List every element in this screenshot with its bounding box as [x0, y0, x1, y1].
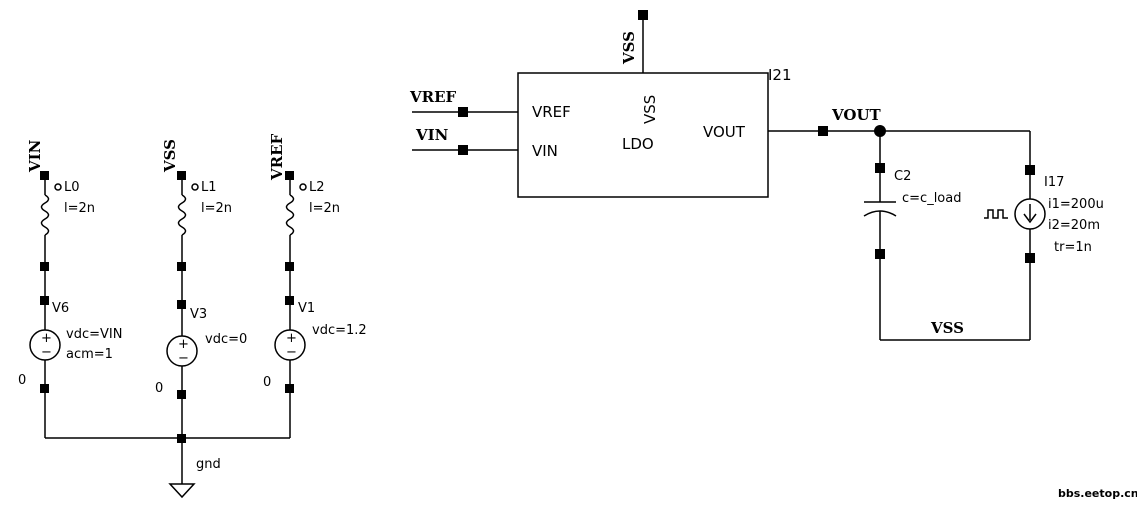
- source-node: 0: [18, 373, 26, 388]
- source-value2: acm=1: [66, 347, 113, 362]
- voltage-source-v1: + − V1 vdc=1.2 0: [263, 301, 367, 390]
- ldo-name: LDO: [622, 135, 654, 153]
- pin: [40, 171, 49, 180]
- source-name: V3: [190, 307, 207, 322]
- inductor-name: L2: [309, 180, 325, 195]
- svg-text:+: +: [178, 337, 189, 352]
- source-value: vdc=0: [205, 332, 247, 347]
- net-label-vref-in: VREF: [409, 88, 457, 106]
- net-label-vss: VSS: [161, 139, 179, 173]
- svg-text:−: −: [178, 351, 189, 366]
- svg-text:−: −: [41, 345, 52, 360]
- source-name: V1: [298, 301, 315, 316]
- ldo-pin-vin: VIN: [532, 142, 558, 160]
- net-label-vss-top: VSS: [620, 31, 638, 65]
- pulse-icon: [984, 209, 1008, 219]
- svg-text:+: +: [41, 331, 52, 346]
- inductor-name: L1: [201, 180, 217, 195]
- current-source-i17: I17 i1=200u i2=20m tr=1n: [984, 131, 1104, 340]
- net-label-vout: VOUT: [831, 106, 882, 124]
- current-source-name: I17: [1044, 175, 1064, 190]
- ldo-instance: I21: [768, 66, 792, 84]
- net-label-vin-in: VIN: [415, 126, 449, 144]
- capacitor-name: C2: [894, 169, 911, 184]
- output-network: VOUT C2 c=c_load I17 i1=200u i2=20m: [831, 106, 1104, 341]
- source-node: 0: [155, 381, 163, 396]
- branch-vss: VSS L1 l=2n + − V3 vdc=0 0: [155, 139, 247, 435]
- source-name: V6: [52, 301, 69, 316]
- svg-text:−: −: [286, 345, 297, 360]
- capacitor-c2: C2 c=c_load: [863, 131, 961, 340]
- branch-vin: VIN L0 l=2n + − V6 vdc=VIN acm=1 0: [18, 139, 122, 438]
- net-label-vin: VIN: [26, 139, 44, 173]
- current-source-i1: i1=200u: [1048, 197, 1104, 212]
- branch-vref: VREF L2 l=2n + − V1 vdc=1.2 0: [263, 133, 367, 438]
- inductor-value: l=2n: [201, 201, 232, 216]
- net-label-vref: VREF: [268, 133, 286, 181]
- inductor-name: L0: [64, 180, 80, 195]
- ground-bus: gnd: [45, 434, 290, 499]
- inductor-value: l=2n: [64, 201, 95, 216]
- voltage-source-v6: + − V6 vdc=VIN acm=1 0: [18, 301, 122, 388]
- inductor-l0: L0 l=2n: [40, 180, 95, 266]
- ldo-pin-vref: VREF: [532, 103, 571, 121]
- inductor-l2: L2 l=2n: [285, 180, 340, 266]
- ldo-pin-vss: VSS: [641, 95, 659, 124]
- inductor-value: l=2n: [309, 201, 340, 216]
- voltage-source-v3: + − V3 vdc=0 0: [155, 307, 247, 396]
- inductor-l1: L1 l=2n: [177, 180, 232, 266]
- source-node: 0: [263, 375, 271, 390]
- svg-text:+: +: [286, 331, 297, 346]
- ldo-block: I21 VREF VIN LDO VSS VOUT VSS VREF VIN: [409, 10, 880, 198]
- net-label-vss-bottom: VSS: [930, 319, 964, 337]
- source-value: vdc=1.2: [312, 323, 367, 338]
- ground-label: gnd: [196, 457, 221, 472]
- current-source-tr: tr=1n: [1054, 240, 1092, 255]
- current-source-i2: i2=20m: [1048, 218, 1100, 233]
- ldo-pin-vout: VOUT: [703, 123, 746, 141]
- source-value: vdc=VIN: [66, 327, 122, 342]
- watermark: bbs.eetop.cn: [1058, 487, 1137, 500]
- capacitor-value: c=c_load: [902, 191, 961, 206]
- ground-icon: [168, 483, 196, 499]
